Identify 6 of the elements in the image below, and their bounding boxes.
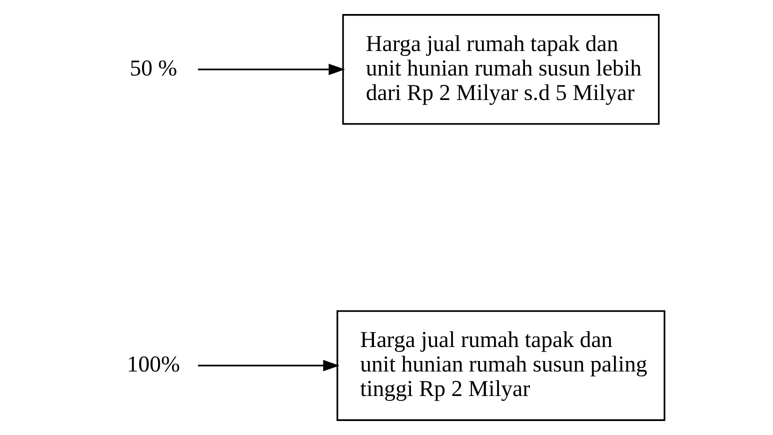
node-text: 50 % bbox=[129, 55, 177, 80]
node-box: Harga jual rumah tapak dan unit hunian rumah susun lebih dari Rp 2 Milyar s.d 5 Milyar bbox=[342, 14, 660, 125]
node-text: 100% bbox=[126, 352, 180, 377]
arrow bbox=[197, 64, 344, 76]
node-box: Harga jual rumah tapak dan unit hunian rumah susun paling tinggi Rp 2 Milyar bbox=[336, 310, 665, 421]
arrow bbox=[197, 360, 339, 372]
